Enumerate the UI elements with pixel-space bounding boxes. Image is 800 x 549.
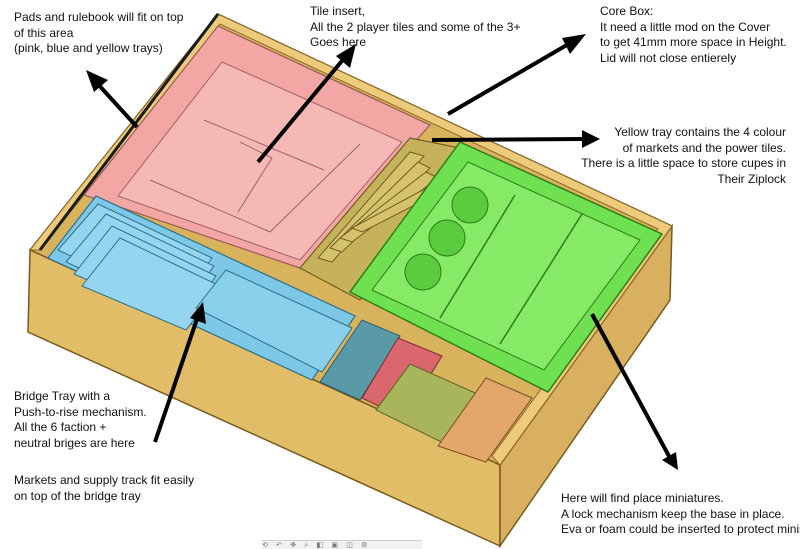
- annotation-line: Tile insert,: [310, 4, 365, 18]
- zoom-icon[interactable]: ⌕: [304, 541, 312, 549]
- annotation-line: Goes here: [310, 35, 367, 49]
- annotation-line: All the 6 faction +: [14, 420, 107, 434]
- arrowhead: [190, 302, 206, 324]
- annotation-line: Markets and supply track fit easily: [14, 473, 195, 487]
- tile-insert-dividers: [149, 143, 361, 233]
- annotation-miniatures: Here will find place miniatures. A lock …: [561, 491, 800, 538]
- arrowhead: [336, 44, 356, 68]
- annotation-line: neutral briges are here: [14, 435, 135, 450]
- annotation-line: (pink, blue and yellow trays): [14, 41, 163, 55]
- arrowhead: [662, 452, 678, 470]
- annotation-line: Their Ziplock: [717, 171, 786, 186]
- orange-compartment: [437, 377, 533, 463]
- annotation-line: Eva or foam could be inserted to protect…: [561, 522, 800, 536]
- annotation-line: on top of the bridge tray: [14, 488, 141, 503]
- green-tray-divider: [499, 213, 583, 345]
- pan-icon[interactable]: ✥: [290, 541, 300, 549]
- annotation-line: Push-to-rise mechanism.: [14, 404, 147, 419]
- arrowhead: [582, 130, 600, 148]
- annotation-tile-insert: Tile insert, All the 2 player tiles and …: [310, 4, 520, 51]
- green-tray-inner: [371, 161, 641, 371]
- annotation-line: Bridge Tray with a: [14, 389, 111, 403]
- arrow-bridge: [153, 315, 200, 443]
- annotation-line: to get 41mm more space in Height.: [600, 35, 787, 49]
- display-icon[interactable]: ◫: [346, 541, 356, 549]
- viewer-toolbar[interactable]: ⟲ ↶ ✥ ⌕ ◧ ▣ ◫ ⚙: [262, 540, 422, 549]
- annotation-core-box: Core Box: It need a little mod on the Co…: [600, 4, 787, 66]
- bridge-slots: [57, 203, 221, 331]
- undo-icon[interactable]: ↶: [276, 541, 285, 549]
- settings-icon[interactable]: ⚙: [361, 541, 371, 549]
- arrowhead: [562, 34, 586, 54]
- annotation-line: Core Box:: [600, 4, 654, 18]
- annotation-line: All the 2 player tiles and some of the 3…: [310, 19, 521, 34]
- annotation-arrows: [86, 34, 678, 470]
- cup-slot: [451, 186, 489, 224]
- section-icon[interactable]: ▣: [331, 541, 341, 549]
- annotation-line: Lid will not close entierely: [600, 50, 737, 65]
- annotation-line: Here will find place miniatures.: [561, 491, 724, 505]
- annotation-line: of this area: [14, 25, 74, 40]
- annotation-line: It need a little mod on the Cover: [600, 19, 771, 34]
- rotate-icon[interactable]: ⟲: [262, 541, 271, 549]
- annotation-line: A lock mechanism keep the base in place.: [561, 506, 785, 521]
- annotation-line: Yellow tray contains the 4 colour: [614, 125, 786, 139]
- tile-insert-dividers: [237, 141, 273, 213]
- arrow-tile: [256, 54, 348, 164]
- core-box-back-edge: [38, 13, 220, 251]
- annotation-line: of markets and the power tiles.: [622, 140, 786, 155]
- green-tray-divider: [439, 194, 516, 319]
- annotation-line: There is a little space to store cupes i…: [581, 156, 786, 170]
- annotation-line: Pads and rulebook will fit on top: [14, 10, 184, 24]
- arrow-minis: [590, 313, 672, 459]
- cup-slot: [404, 253, 442, 291]
- arrow-pads: [94, 80, 139, 129]
- arrowhead: [86, 70, 108, 92]
- annotation-bridge-tray: Bridge Tray with a Push-to-rise mechanis…: [14, 389, 147, 451]
- annotation-markets: Markets and supply track fit easily on t…: [14, 473, 194, 504]
- arrow-core: [446, 40, 574, 116]
- arrow-yellow: [431, 137, 585, 142]
- teal-compartment: [319, 319, 401, 401]
- annotation-yellow-tray: Yellow tray contains the 4 colour of mar…: [581, 125, 786, 187]
- cup-slot: [428, 219, 466, 257]
- bridge-tray-compartment: [195, 269, 353, 373]
- tile-insert-dividers: [203, 119, 325, 171]
- annotation-pads: Pads and rulebook will fit on top of thi…: [14, 10, 183, 57]
- view-icon[interactable]: ◧: [316, 541, 327, 549]
